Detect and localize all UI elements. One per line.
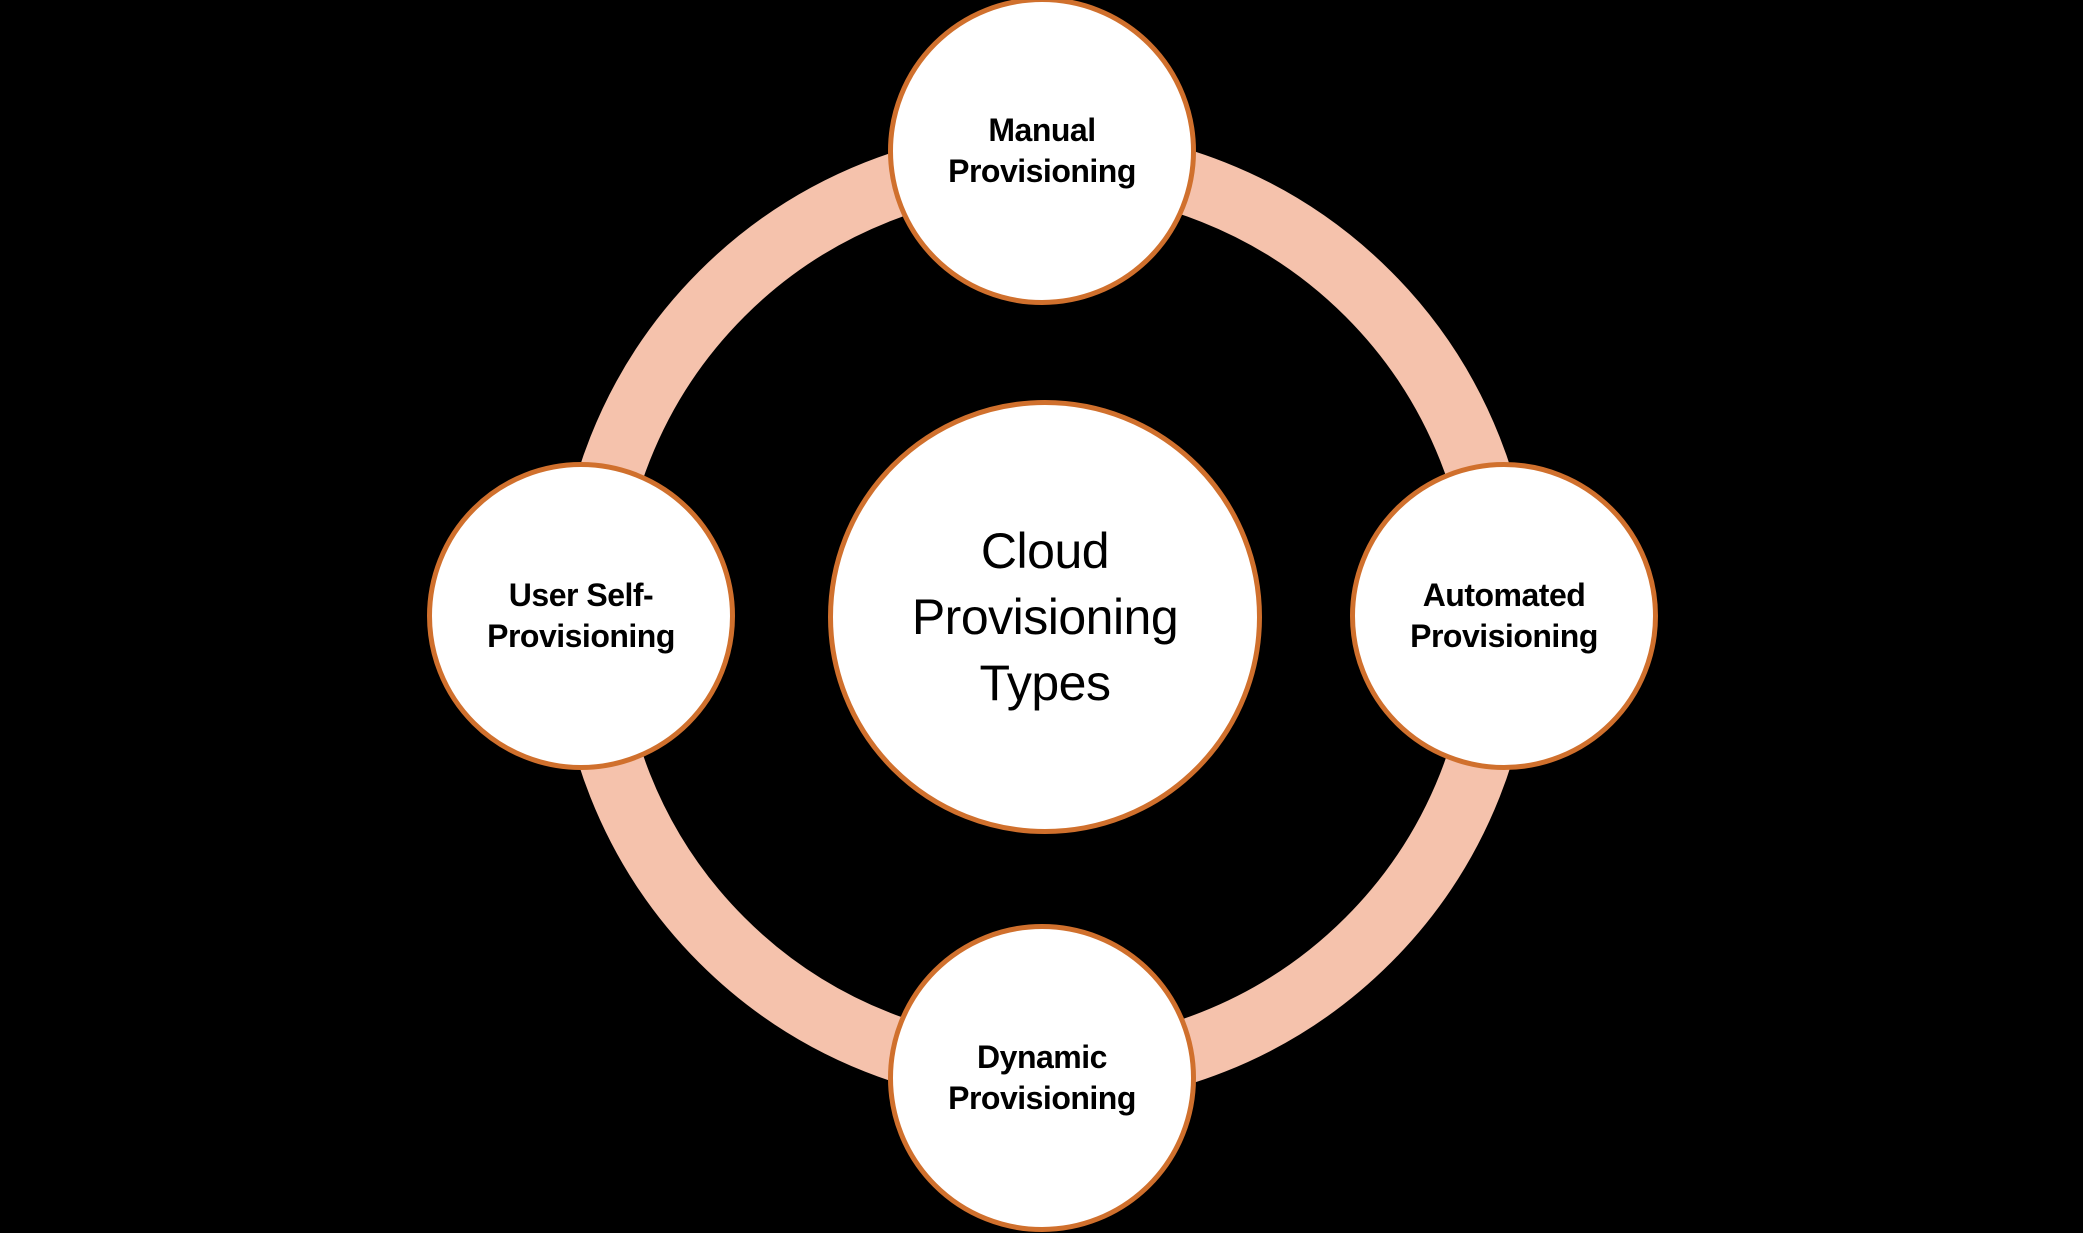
center-circle: Cloud Provisioning Types [828,400,1262,834]
node-label-user-self-provisioning: User Self- Provisioning [487,577,675,654]
node-circle-dynamic-provisioning: Dynamic Provisioning [888,924,1196,1232]
node-label-dynamic-provisioning: Dynamic Provisioning [948,1039,1136,1116]
node-circle-user-self-provisioning: User Self- Provisioning [427,462,735,770]
center-circle-label: Cloud Provisioning Types [911,523,1179,711]
node-circle-manual-provisioning: Manual Provisioning [888,0,1196,305]
node-label-automated-provisioning: Automated Provisioning [1410,577,1598,654]
node-circle-automated-provisioning: Automated Provisioning [1350,462,1658,770]
node-label-manual-provisioning: Manual Provisioning [948,112,1136,189]
